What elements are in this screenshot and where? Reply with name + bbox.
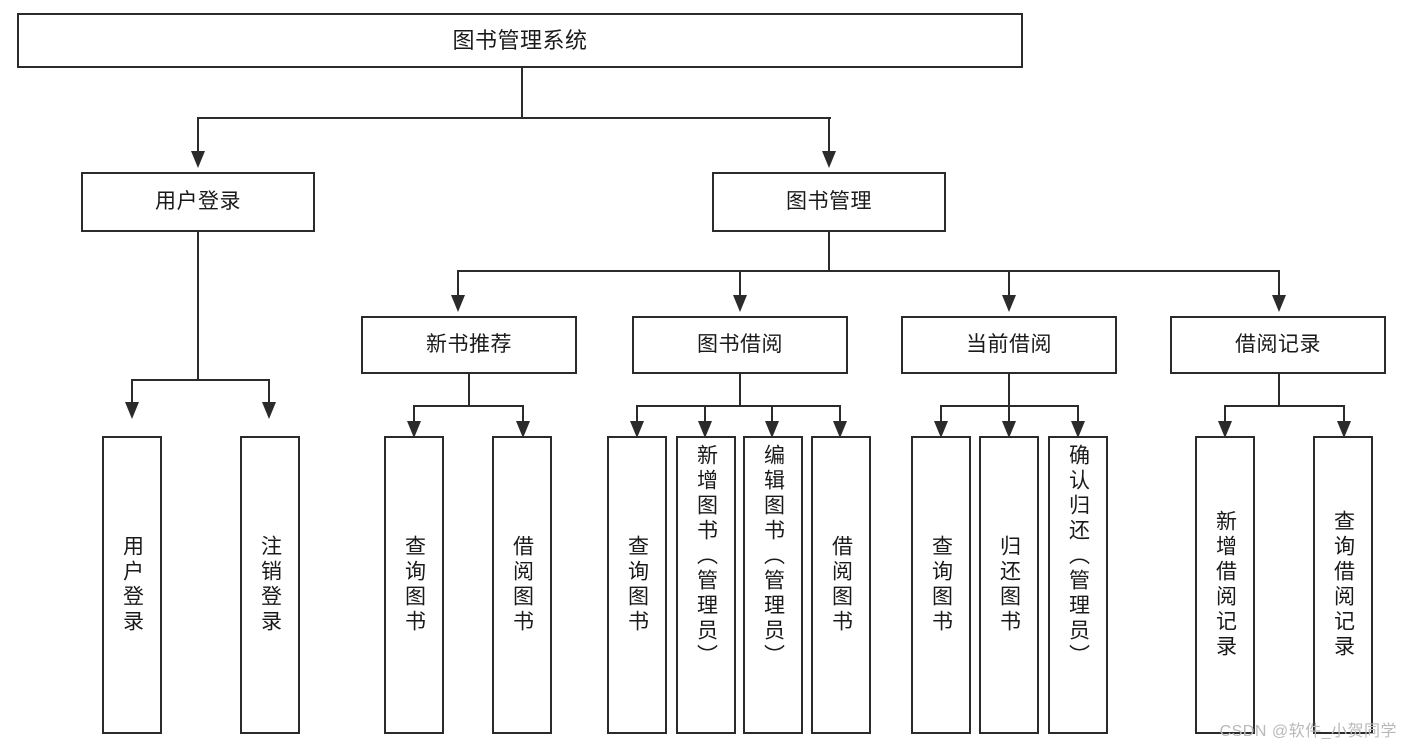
node-label: 图书管理系统 (452, 27, 588, 53)
node-label: 借阅图书 (829, 535, 853, 635)
node-label: 查询图书 (402, 535, 426, 635)
arrowhead-leaf-confirm-return (1071, 421, 1085, 438)
node-label: 编辑图书（管理员） (761, 444, 785, 669)
node-label: 新书推荐 (426, 332, 512, 356)
arrowhead-to-current-borrow (1002, 295, 1016, 312)
arrowhead-leaf-borrow-book-2 (833, 421, 847, 438)
connector-user-login-drop-2 (268, 379, 270, 403)
node-root-book-management-system[interactable]: 图书管理系统 (17, 13, 1023, 68)
node-leaf-query-book-3[interactable]: 查询图书 (911, 436, 971, 734)
connector-book-borrow-drop-3 (771, 405, 773, 423)
node-leaf-edit-book[interactable]: 编辑图书（管理员） (743, 436, 803, 734)
arrowhead-leaf-borrow-book-1 (516, 421, 530, 438)
node-label: 查询图书 (625, 535, 649, 635)
arrowhead-to-new-book-rec (451, 295, 465, 312)
arrowhead-leaf-query-book-2 (630, 421, 644, 438)
node-leaf-confirm-return[interactable]: 确认归还（管理员） (1048, 436, 1108, 734)
node-leaf-add-record[interactable]: 新增借阅记录 (1195, 436, 1255, 734)
node-label: 借阅记录 (1235, 332, 1321, 356)
connector-book-borrow-drop-1 (636, 405, 638, 423)
arrowhead-leaf-add-record (1218, 421, 1232, 438)
connector-book-borrow-stem (739, 374, 741, 406)
connector-book-borrow-drop-4 (839, 405, 841, 423)
node-borrow-record[interactable]: 借阅记录 (1170, 316, 1386, 374)
connector-to-borrow-record (1278, 270, 1280, 296)
connector-to-new-book-rec (457, 270, 459, 296)
arrowhead-to-user-login (191, 151, 205, 168)
arrowhead-leaf-logout (262, 402, 276, 419)
node-leaf-add-book[interactable]: 新增图书（管理员） (676, 436, 736, 734)
node-new-book-rec[interactable]: 新书推荐 (361, 316, 577, 374)
connector-borrow-record-stem (1278, 374, 1280, 406)
node-label: 当前借阅 (966, 332, 1052, 356)
node-label: 新增借阅记录 (1213, 510, 1237, 660)
connector-new-book-rec-drop-1 (413, 405, 415, 423)
connector-borrow-record-drop-2 (1343, 405, 1345, 423)
connector-borrow-record-drop-1 (1224, 405, 1226, 423)
node-label: 借阅图书 (510, 535, 534, 635)
connector-new-book-rec-bus (414, 405, 523, 407)
connector-root-bus (198, 117, 831, 119)
arrowhead-leaf-edit-book (765, 421, 779, 438)
node-label: 用户登录 (120, 535, 144, 635)
connector-to-user-login (197, 117, 199, 152)
node-label: 归还图书 (997, 535, 1021, 635)
node-label: 查询借阅记录 (1331, 510, 1355, 660)
arrowhead-leaf-add-book (698, 421, 712, 438)
arrowhead-leaf-query-book-1 (407, 421, 421, 438)
connector-to-current-borrow (1008, 270, 1010, 296)
connector-new-book-rec-drop-2 (522, 405, 524, 423)
node-leaf-borrow-book-1[interactable]: 借阅图书 (492, 436, 552, 734)
connector-current-borrow-drop-1 (940, 405, 942, 423)
node-label: 确认归还（管理员） (1066, 444, 1090, 669)
node-user-login[interactable]: 用户登录 (81, 172, 315, 232)
node-leaf-return-book[interactable]: 归还图书 (979, 436, 1039, 734)
connector-book-manage-bus (458, 270, 1280, 272)
connector-borrow-record-bus (1225, 405, 1344, 407)
connector-book-borrow-bus (637, 405, 841, 407)
connector-root-stem (521, 68, 523, 118)
node-leaf-query-book-2[interactable]: 查询图书 (607, 436, 667, 734)
node-label: 图书管理 (786, 189, 872, 213)
connector-current-borrow-stem (1008, 374, 1010, 406)
connector-book-manage-stem (828, 232, 830, 271)
watermark-text: CSDN @软件_小贺同学 (1219, 723, 1397, 740)
connector-user-login-drop-1 (131, 379, 133, 403)
arrowhead-to-book-borrow (733, 295, 747, 312)
connector-current-borrow-drop-2 (1008, 405, 1010, 423)
node-leaf-user-login[interactable]: 用户登录 (102, 436, 162, 734)
arrowhead-leaf-query-record (1337, 421, 1351, 438)
node-label: 图书借阅 (697, 332, 783, 356)
node-label: 注销登录 (258, 535, 282, 635)
arrowhead-to-book-manage (822, 151, 836, 168)
connector-current-borrow-drop-3 (1077, 405, 1079, 423)
connector-to-book-manage (828, 117, 830, 152)
connector-to-book-borrow (739, 270, 741, 296)
node-leaf-query-book-1[interactable]: 查询图书 (384, 436, 444, 734)
node-label: 用户登录 (155, 189, 241, 213)
node-label: 新增图书（管理员） (694, 444, 718, 669)
node-label: 查询图书 (929, 535, 953, 635)
node-book-borrow[interactable]: 图书借阅 (632, 316, 848, 374)
arrowhead-to-borrow-record (1272, 295, 1286, 312)
node-book-manage[interactable]: 图书管理 (712, 172, 946, 232)
connector-user-login-bus (132, 379, 269, 381)
connector-book-borrow-drop-2 (704, 405, 706, 423)
node-current-borrow[interactable]: 当前借阅 (901, 316, 1117, 374)
connector-new-book-rec-stem (468, 374, 470, 406)
arrowhead-leaf-user-login (125, 402, 139, 419)
arrowhead-leaf-query-book-3 (934, 421, 948, 438)
node-leaf-query-record[interactable]: 查询借阅记录 (1313, 436, 1373, 734)
connector-user-login-stem (197, 232, 199, 380)
arrowhead-leaf-return-book (1002, 421, 1016, 438)
node-leaf-borrow-book-2[interactable]: 借阅图书 (811, 436, 871, 734)
node-leaf-logout[interactable]: 注销登录 (240, 436, 300, 734)
